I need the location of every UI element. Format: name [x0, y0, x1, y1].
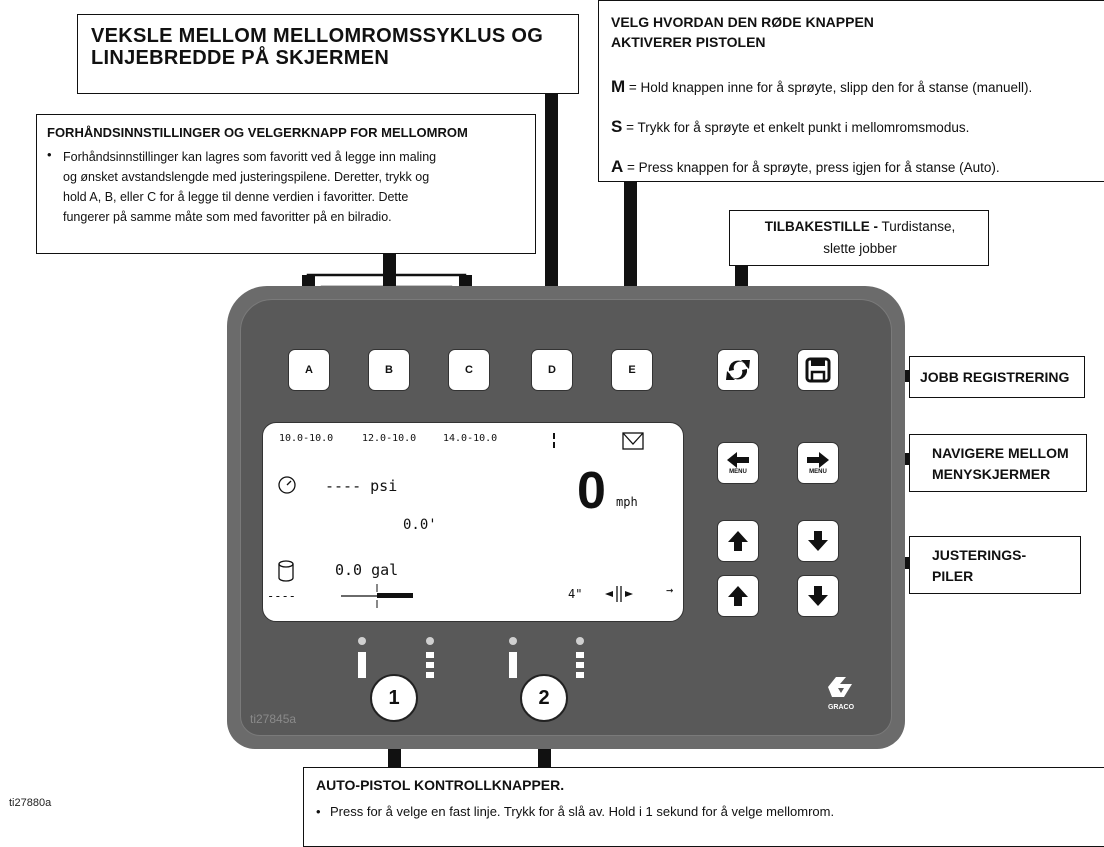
trigger-mode-a: A = Press knappen for å sprøyte, press i…: [611, 157, 1000, 177]
lcd-spacing-indicator: [553, 433, 556, 453]
mode-s-text: = Trykk for å sprøyte et enkelt punkt i …: [622, 120, 970, 135]
lcd-speed: 0: [577, 462, 606, 520]
lcd-dashes: ----: [267, 589, 296, 603]
presets-line: fungerer på samme måte som med favoritte…: [63, 210, 392, 224]
lcd-screen: 10.0-10.0 12.0-10.0 14.0-10.0 ---- psi 0…: [262, 422, 684, 622]
navigate-line1: NAVIGERE MELLOM: [932, 445, 1069, 461]
arrow-up-icon: [728, 531, 748, 551]
lcd-volume: 0.0 gal: [335, 561, 399, 579]
adjust-up-button-2[interactable]: [717, 575, 759, 617]
pressure-gauge-icon: [278, 476, 296, 494]
callout-job-log: JOBB REGISTRERING: [909, 356, 1085, 398]
graco-logo-icon: [828, 677, 852, 697]
menu-right-button[interactable]: MENU: [797, 442, 839, 484]
mode-s-key: S: [611, 117, 623, 136]
lcd-speed-unit: mph: [616, 495, 638, 509]
adjust-down-button-1[interactable]: [797, 520, 839, 562]
reset-text1: Turdistanse,: [877, 219, 956, 234]
adjust-line2: PILER: [932, 568, 974, 584]
callout-toggle-cycle: VEKSLE MELLOM MELLOMROMSSYKLUS OG LINJEB…: [77, 14, 579, 94]
lcd-distance: 0.0': [403, 517, 437, 533]
presets-title: FORHÅNDSINNSTILLINGER OG VELGERKNAPP FOR…: [47, 125, 468, 140]
presets-line: hold A, B, eller C for å legge til denne…: [63, 190, 409, 204]
manual-mode-icon: [622, 432, 644, 450]
lcd-preset-3: 14.0-10.0: [443, 433, 498, 444]
callout-navigate: NAVIGERE MELLOM MENYSKJERMER: [909, 434, 1087, 492]
navigate-line2: MENYSKJERMER: [932, 466, 1051, 482]
adjust-line1: JUSTERINGS-: [932, 547, 1027, 563]
paint-can-icon: [278, 560, 294, 582]
presets-line: og ønsket avstandslengde med justeringsp…: [63, 170, 430, 184]
lcd-line-width: 4": [568, 587, 583, 601]
trigger-mode-s: S = Trykk for å sprøyte et enkelt punkt …: [611, 117, 969, 137]
save-icon: [805, 357, 831, 383]
autogun-bullet: •: [316, 804, 321, 819]
trigger-title-line2: AKTIVERER PISTOLEN: [611, 34, 766, 50]
key-d[interactable]: D: [531, 349, 573, 391]
arrow-up-icon: [728, 586, 748, 606]
mode-a-key: A: [611, 157, 624, 176]
adjust-down-button-2[interactable]: [797, 575, 839, 617]
mode-m-key: M: [611, 77, 626, 96]
callout-autogun: AUTO-PISTOL KONTROLLKNAPPER. • Press for…: [303, 767, 1104, 847]
key-c[interactable]: C: [448, 349, 490, 391]
arrow-down-icon: [808, 586, 828, 606]
reset-line2: slette jobber: [823, 241, 897, 256]
key-e[interactable]: E: [611, 349, 653, 391]
arrow-right-icon: [807, 451, 829, 468]
brand-name: GRACO: [827, 704, 855, 711]
presets-line: Forhåndsinnstillinger kan lagres som fav…: [63, 150, 437, 164]
lcd-preset-1: 10.0-10.0: [279, 433, 334, 444]
arrow-left-icon: [727, 451, 749, 468]
presets-body: Forhåndsinnstillinger kan lagres som fav…: [63, 147, 436, 227]
lcd-preset-2: 12.0-10.0: [362, 433, 417, 444]
mode-m-text: = Hold knappen inne for å sprøyte, slipp…: [625, 80, 1033, 95]
figure-id: ti27880a: [9, 797, 52, 809]
lcd-pressure: ---- psi: [325, 477, 398, 495]
menu-label: MENU: [809, 468, 827, 475]
callout-trigger-mode: VELG HVORDAN DEN RØDE KNAPPEN AKTIVERER …: [598, 0, 1104, 182]
panel-id: ti27845a: [250, 712, 297, 726]
callout-toggle-cycle-text: VEKSLE MELLOM MELLOMROMSSYKLUS OG LINJEB…: [91, 25, 544, 69]
lcd-arrow: →: [666, 583, 674, 597]
menu-left-button[interactable]: MENU: [717, 442, 759, 484]
presets-bullet: •: [47, 147, 52, 162]
graco-logo: GRACO: [818, 675, 864, 712]
key-b[interactable]: B: [368, 349, 410, 391]
autogun-title: AUTO-PISTOL KONTROLLKNAPPER.: [316, 777, 565, 793]
trigger-mode-m: M = Hold knappen inne for å sprøyte, sli…: [611, 77, 1032, 97]
trigger-title-line1: VELG HVORDAN DEN RØDE KNAPPEN: [611, 14, 874, 30]
mode-a-text: = Press knappen for å sprøyte, press igj…: [623, 160, 1000, 175]
job-log-button[interactable]: [797, 349, 839, 391]
key-a[interactable]: A: [288, 349, 330, 391]
reset-title: TILBAKESTILLE -: [764, 219, 878, 234]
callout-reset: TILBAKESTILLE - Turdistanse, slette jobb…: [729, 210, 989, 266]
job-log-label: JOBB REGISTRERING: [920, 369, 1070, 385]
adjust-up-button-1[interactable]: [717, 520, 759, 562]
auto-gun-button-1[interactable]: 1: [370, 674, 418, 722]
autogun-text: Press for å velge en fast linje. Trykk f…: [330, 804, 835, 819]
menu-label: MENU: [729, 468, 747, 475]
reset-line1: TILBAKESTILLE - Turdistanse,: [730, 219, 990, 234]
callout-presets: FORHÅNDSINNSTILLINGER OG VELGERKNAPP FOR…: [36, 114, 536, 254]
reset-button[interactable]: [717, 349, 759, 391]
arrow-down-icon: [808, 531, 828, 551]
line-width-icon: [605, 586, 633, 602]
callout-adjust-arrows: JUSTERINGS- PILER: [909, 536, 1081, 594]
line-width-graphic: [341, 584, 413, 608]
reset-icon: [726, 360, 750, 380]
auto-gun-button-2[interactable]: 2: [520, 674, 568, 722]
